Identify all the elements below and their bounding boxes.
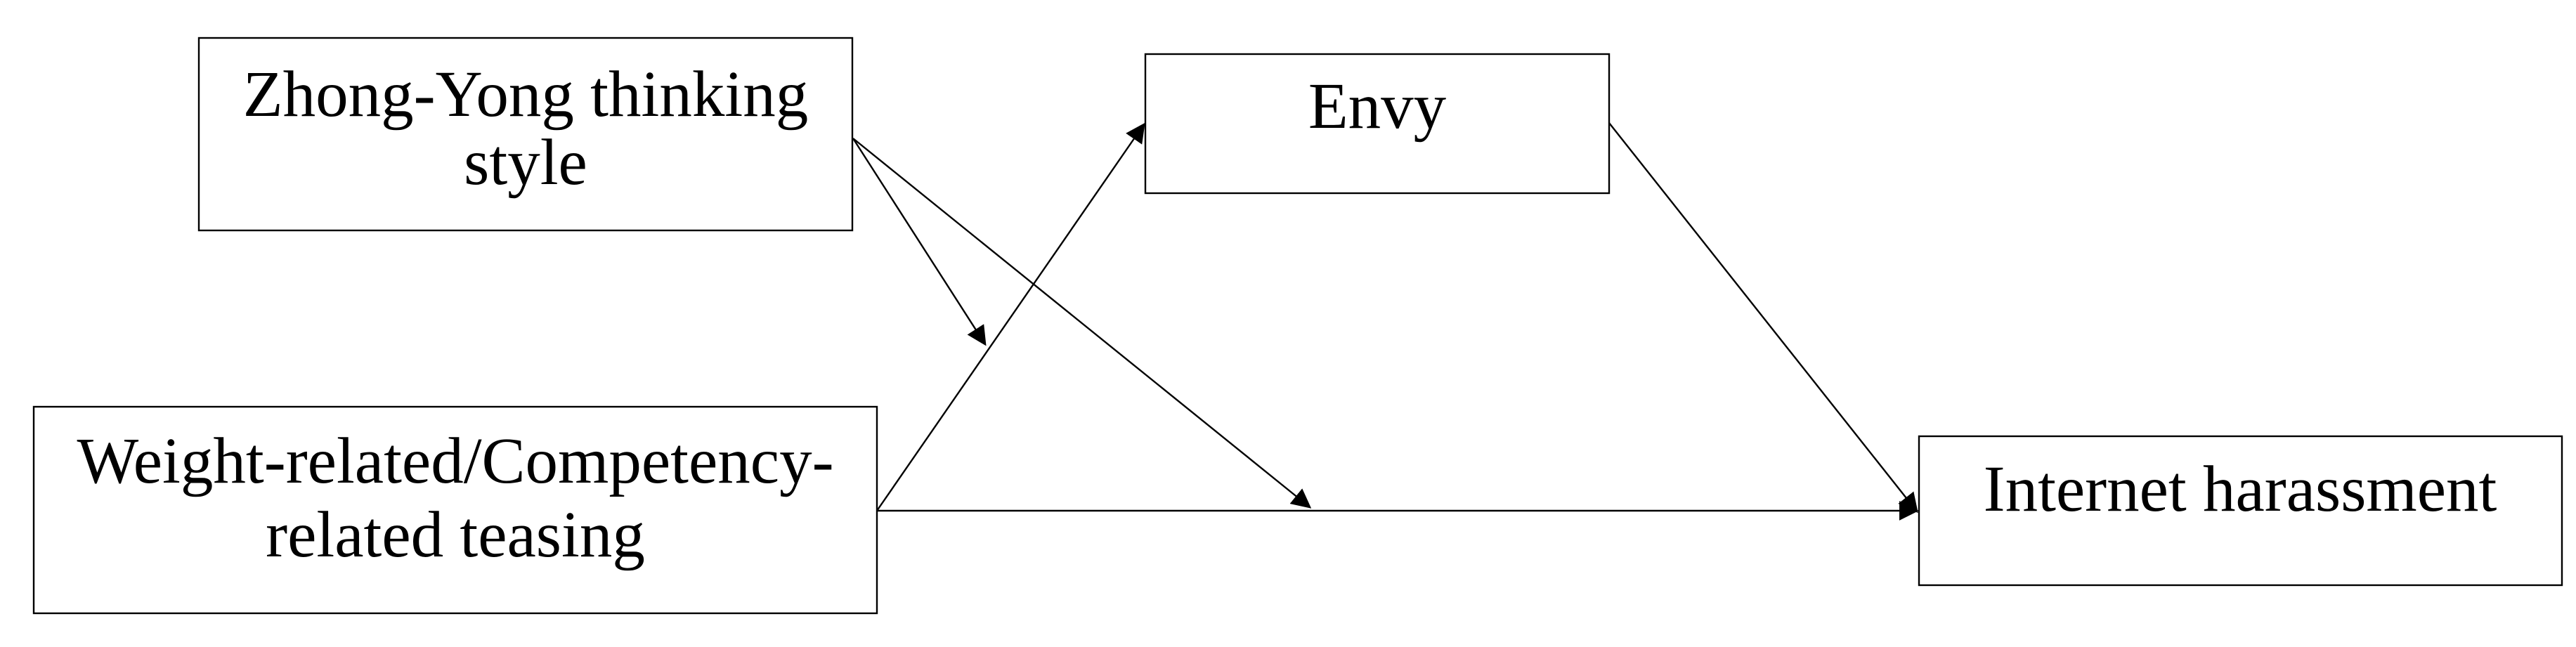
node-box (1918, 435, 2563, 587)
node-box (32, 405, 878, 615)
node-label-line: Internet harassment (1984, 453, 2497, 525)
node-box (1144, 53, 1611, 195)
edge-teasing-to-envy (876, 122, 1145, 511)
edge-zhongyong-moderates-teasing-envy (852, 138, 987, 346)
node-label-line: Envy (1308, 70, 1447, 143)
node-label-line: style (464, 126, 587, 199)
edge-zhongyong-moderates-teasing-harassment (852, 138, 1312, 509)
node-internet-harassment: Internet harassment (1918, 435, 2563, 587)
node-label-line: Zhong-Yong thinking (243, 58, 808, 131)
node-box (197, 37, 854, 232)
node-weight-competency-teasing: Weight-related/Competency- related teasi… (32, 405, 878, 615)
edge-envy-to-harassment (1608, 122, 1918, 514)
node-zhong-yong-thinking-style: Zhong-Yong thinking style (197, 37, 854, 232)
node-envy: Envy (1144, 53, 1611, 195)
node-label-line: Weight-related/Competency- (77, 425, 833, 497)
node-label-line: related teasing (266, 499, 645, 571)
